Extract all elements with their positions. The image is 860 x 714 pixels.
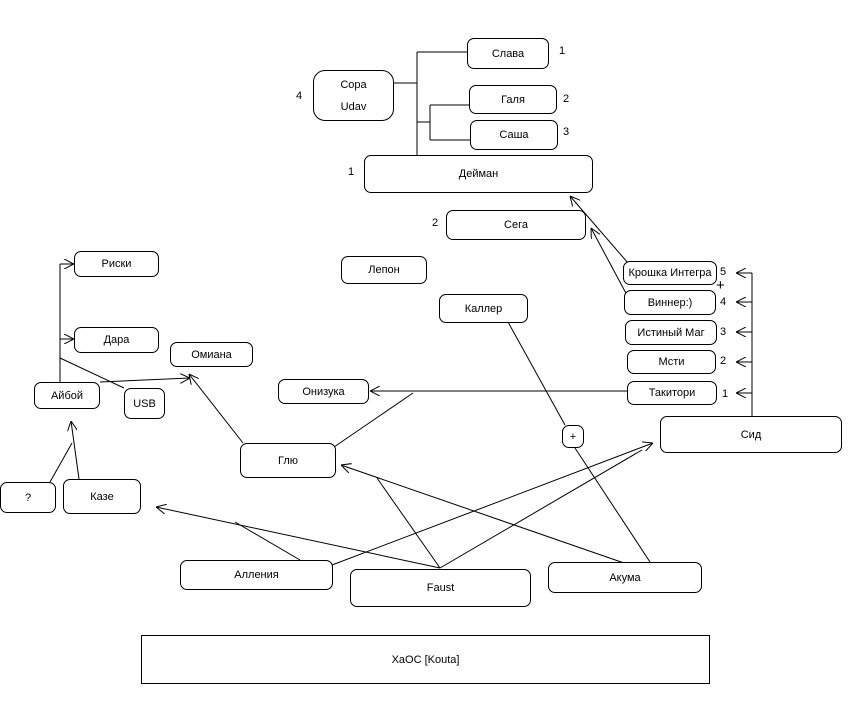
node-kaller[interactable]: Каллер xyxy=(439,294,528,323)
edge-aleniya-sid xyxy=(331,443,653,566)
edge-plus-akuma xyxy=(574,447,651,563)
number-msti: 2 xyxy=(720,355,727,367)
node-slava[interactable]: Слава xyxy=(467,38,549,69)
node-deiman[interactable]: Дейман xyxy=(364,155,593,193)
node-chaos[interactable]: ХаОС [Kouta] xyxy=(141,635,710,684)
edge-faust-sid xyxy=(439,449,643,569)
node-sasha[interactable]: Саша xyxy=(470,120,558,150)
node-faust[interactable]: Faust xyxy=(350,569,531,607)
node-akuma[interactable]: Акума xyxy=(548,562,702,593)
edge-faust-glyu xyxy=(376,477,441,569)
node-mag[interactable]: Истиный Маг xyxy=(625,320,717,345)
node-lepon[interactable]: Лепон xyxy=(341,256,427,284)
number-takitori: 1 xyxy=(722,388,729,400)
node-msti[interactable]: Мсти xyxy=(627,350,716,374)
number-sora: 4 xyxy=(296,90,303,102)
edge-kaller-plus xyxy=(507,321,566,426)
node-udav-label: Udav xyxy=(340,100,367,113)
node-dara[interactable]: Дара xyxy=(74,327,159,353)
number-winner: 4 xyxy=(720,296,727,308)
edge-kaze xyxy=(71,421,80,480)
edge-glyu-omiana xyxy=(189,374,244,444)
node-usb[interactable]: USB xyxy=(124,388,165,419)
node-takitori[interactable]: Такитори xyxy=(627,381,717,405)
node-aiboi[interactable]: Айбой xyxy=(34,382,100,409)
node-sora-label: Сора xyxy=(340,78,367,91)
node-plus[interactable]: + xyxy=(562,425,584,448)
number-sasha: 3 xyxy=(563,126,570,138)
edge-glyu-onizuka xyxy=(333,392,414,448)
number-mag: 3 xyxy=(720,326,727,338)
number-galya: 2 xyxy=(563,93,570,105)
edge-aleniya xyxy=(234,521,301,561)
node-onizuka[interactable]: Онизука xyxy=(278,379,369,404)
edge-to-omiana xyxy=(99,378,190,382)
node-sora-udav[interactable]: Сора Udav xyxy=(313,70,394,121)
node-riski[interactable]: Риски xyxy=(74,251,159,277)
number-slava: 1 xyxy=(559,45,566,57)
node-sid[interactable]: Сид xyxy=(660,416,842,453)
node-sega[interactable]: Сега xyxy=(446,210,586,240)
node-kaze[interactable]: Казе xyxy=(63,479,141,514)
node-omiana[interactable]: Омиана xyxy=(170,342,253,367)
edge-aiboi-usb xyxy=(59,357,125,389)
node-question[interactable]: ? xyxy=(0,482,56,513)
node-winner[interactable]: Виннер:) xyxy=(624,290,716,315)
number-sega: 2 xyxy=(432,217,439,229)
edge-akuma-glyu xyxy=(341,465,625,564)
node-galya[interactable]: Галя xyxy=(469,85,557,114)
edge-winner-sega xyxy=(591,228,629,298)
node-glyu[interactable]: Глю xyxy=(240,443,336,478)
plus-sign: + xyxy=(716,277,725,294)
number-deiman: 1 xyxy=(348,166,355,178)
node-aleniya[interactable]: Алления xyxy=(180,560,333,590)
number-kroshka: 5 xyxy=(720,266,727,278)
edge-question xyxy=(49,442,73,483)
node-kroshka[interactable]: Крошка Интегра xyxy=(623,261,717,285)
edge-faust-kaze xyxy=(156,507,441,569)
